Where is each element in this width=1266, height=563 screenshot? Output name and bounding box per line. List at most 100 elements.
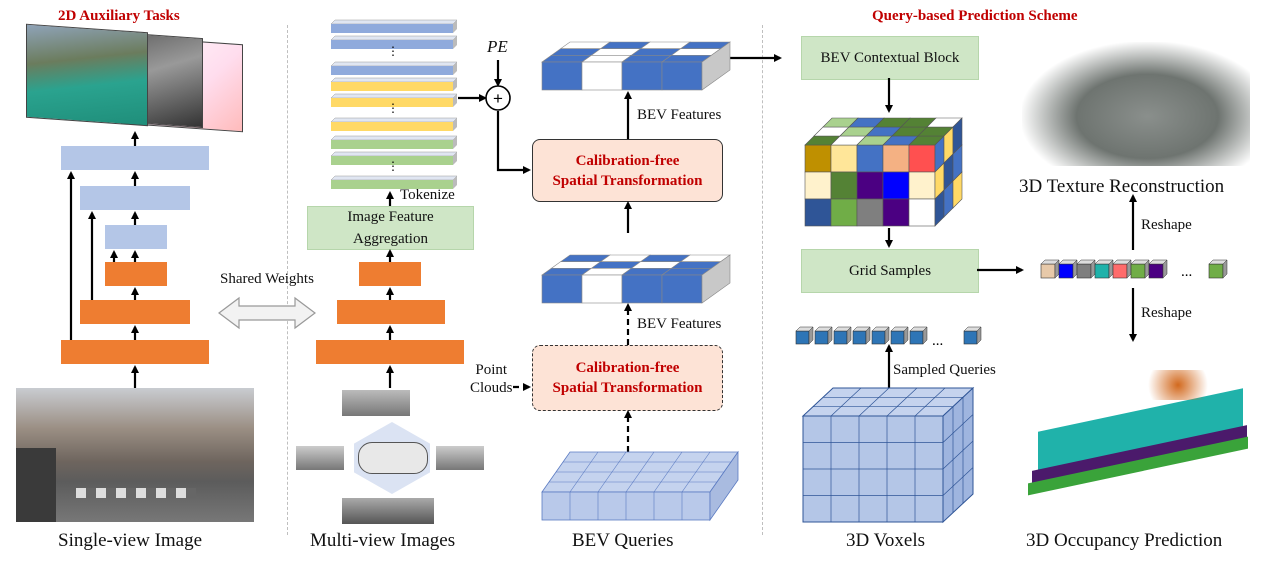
qcube-3-side (865, 326, 871, 345)
point-clouds-line1: Point (475, 362, 508, 378)
output-cubes (1040, 259, 1228, 279)
cb-f-2-2 (856, 198, 884, 227)
bev-features-top-label: BEV Features (637, 107, 722, 123)
left-arrows (67, 131, 139, 388)
bev-features-grid-top (541, 41, 731, 91)
cb-f-2-4 (908, 198, 936, 227)
query-scheme-title: Query-based Prediction Scheme (872, 8, 1078, 24)
token-dots-1: ⋮ (387, 101, 399, 115)
encoder-layer-2 (80, 300, 190, 324)
token-side-4 (453, 94, 457, 107)
token-2 (331, 66, 453, 75)
calib-2-line2: Spatial Transformation (552, 380, 703, 396)
cb-f-2-3 (882, 198, 910, 227)
token-dots-2: ⋮ (387, 159, 399, 173)
token-side-7 (453, 152, 457, 165)
ifa-line1: Image Feature (347, 209, 434, 225)
ocube-1-front (1058, 263, 1074, 279)
ellipsis-1: ... (932, 333, 943, 349)
bevTop-front-3 (661, 61, 703, 91)
token-side-6 (453, 136, 457, 149)
pe-label: PE (487, 37, 508, 56)
token-side-5 (453, 118, 457, 131)
qcube-6-side (922, 326, 928, 345)
right-arrows (885, 78, 1137, 388)
cb-f-0-1 (830, 144, 858, 173)
tokenize-label: Tokenize (400, 187, 455, 203)
qcube-5-side (903, 326, 909, 345)
ocube-4-front (1112, 263, 1128, 279)
bevTop-front-0 (541, 61, 583, 91)
cb-f-1-0 (804, 171, 832, 200)
bevMid-front-2 (621, 274, 663, 304)
qcube-2-front (833, 330, 848, 345)
token-side-3 (453, 78, 457, 91)
cb-f-1-3 (882, 171, 910, 200)
cb-f-1-4 (908, 171, 936, 200)
ocube-last-side (1222, 259, 1228, 279)
cb-f-0-4 (908, 144, 936, 173)
shared-weights-label: Shared Weights (220, 271, 314, 287)
calib-1-line2: Spatial Transformation (552, 172, 703, 189)
reshape-top-label: Reshape (1141, 217, 1192, 233)
occupancy-prediction-image (1018, 360, 1250, 496)
shared-weights-arrow (218, 296, 316, 330)
cb-f-1-1 (830, 171, 858, 200)
token-top-7 (330, 151, 458, 157)
separator-1 (287, 25, 288, 535)
plus-circle (485, 85, 511, 111)
token-6 (331, 140, 453, 149)
shared-encoder-layer-1 (316, 340, 464, 364)
token-7 (331, 156, 453, 165)
vox-sh-2 (942, 440, 974, 470)
multi-view-images (296, 388, 486, 528)
calib-2-line1: Calibration-free (575, 360, 680, 376)
qcube-6-front (909, 330, 924, 345)
bevMid-front-3 (661, 274, 703, 304)
calibration-free-transformation-1: Calibration-free Spatial Transformation (532, 139, 723, 202)
calib-1-line1: Calibration-free (575, 152, 680, 169)
token-side-8 (453, 176, 457, 189)
qcube-3-front (852, 330, 867, 345)
token-top-2 (330, 61, 458, 67)
cb-f-0-0 (804, 144, 832, 173)
token-top-5 (330, 117, 458, 123)
encoder-layer-1 (61, 340, 209, 364)
token-stack-graphic: ⋮⋮⋮ (330, 19, 458, 189)
token-5 (331, 122, 453, 131)
caption-texture-reconstruction: 3D Texture Reconstruction (1019, 176, 1225, 197)
qcube-last-front (963, 330, 978, 345)
token-top-3 (330, 77, 458, 83)
qcube-0-side (808, 326, 814, 345)
qcube-1-side (827, 326, 833, 345)
texture-reconstruction-image (1022, 42, 1250, 166)
grid-samples-block: Grid Samples (801, 249, 979, 293)
cb-f-2-0 (804, 198, 832, 227)
bevMid-front-1 (581, 274, 623, 304)
qcube-5-front (890, 330, 905, 345)
cb-s-2-2 (952, 171, 963, 209)
vox-tv-4 (914, 387, 946, 417)
point-clouds-line2: Clouds (470, 380, 513, 396)
caption-single-view: Single-view Image (58, 530, 203, 551)
qcube-4-side (884, 326, 890, 345)
shared-encoder-layer-3 (359, 262, 421, 286)
bevMid-side (701, 254, 731, 304)
single-view-image (16, 388, 254, 522)
cb-f-0-3 (882, 144, 910, 173)
decoder-layer-2 (80, 186, 190, 210)
bev-contextual-block: BEV Contextual Block (801, 36, 979, 80)
bev-contextual-3d-block (804, 117, 963, 227)
token-8 (331, 180, 453, 189)
bevMid-front-0 (541, 274, 583, 304)
ocube-0-front (1040, 263, 1056, 279)
token-top-4 (330, 93, 458, 99)
caption-bev-queries: BEV Queries (572, 530, 674, 551)
token-1 (331, 40, 453, 49)
token-side-1 (453, 36, 457, 49)
cb-f-2-1 (830, 198, 858, 227)
token-top-8 (330, 175, 458, 181)
qcube-4-front (871, 330, 886, 345)
ocube-5-front (1130, 263, 1146, 279)
